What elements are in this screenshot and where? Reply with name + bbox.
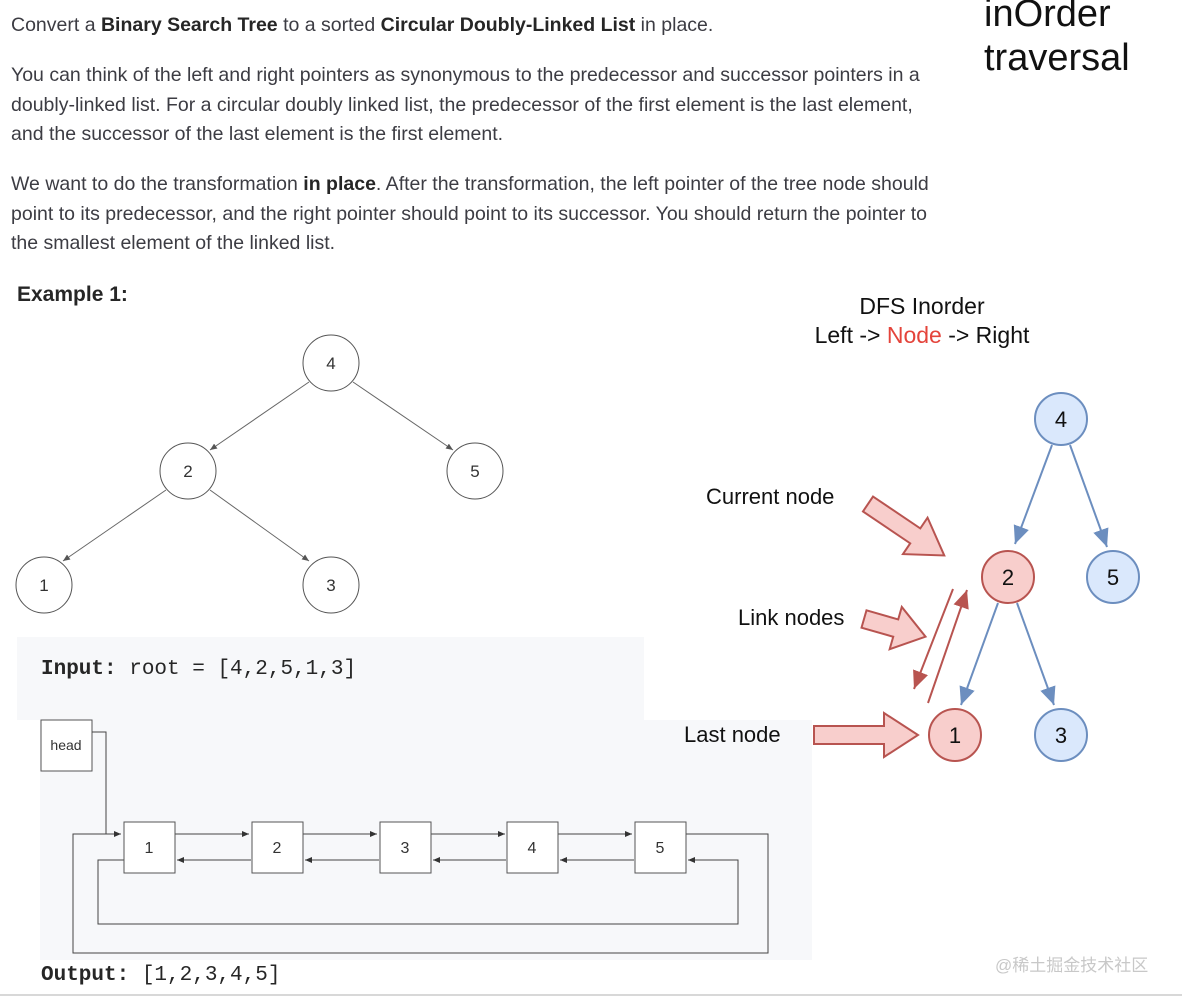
dfs-node-3 [1034,708,1088,762]
dfs-node-2 [981,550,1035,604]
input-line: Input: root = [4,2,5,1,3] [41,658,357,681]
dfs-edge-4-2 [1013,444,1053,545]
output-line: Output: [1,2,3,4,5] [41,964,281,987]
list-node-1-label: 1 [145,840,154,857]
corner-label-line1: inOrder [984,0,1111,35]
dfs-node-1 [928,708,982,762]
dfs-inorder-diagram: DFS Inorder Left -> Node -> Right 4 2 5 … [684,293,1140,762]
link-nodes-label: Link nodes [738,605,844,630]
dfs-node-1-label: 1 [949,723,961,748]
dfs-edge-4-5 [1069,444,1109,548]
head-pointer [92,731,121,837]
list-node-5 [634,821,687,874]
tree-node-4-label: 4 [326,354,335,373]
last-node-pointer-arrow [813,711,920,759]
dfs-edge-2-3 [1016,602,1056,706]
list-node-5-label: 5 [656,840,665,857]
dfs-node-3-label: 3 [1055,723,1067,748]
dfs-node-5-label: 5 [1107,565,1119,590]
dfs-order: Left -> Node -> Right [815,322,1030,348]
bottom-divider [0,994,1182,996]
tree-node-1-label: 1 [39,576,48,595]
list-node-2-label: 2 [273,840,282,857]
list-node-4 [506,821,559,874]
description-paragraph-2: You can think of the left and right poin… [11,64,920,145]
watermark: @稀土掘金技术社区 [995,956,1149,975]
dfs-node-4-label: 4 [1055,407,1067,432]
tree-node-5-label: 5 [470,462,479,481]
current-node-pointer-arrow [861,495,946,557]
tree-edge-2-3 [209,489,310,562]
description-paragraph-3: We want to do the transformation in plac… [11,173,929,254]
dfs-node-4 [1034,392,1088,446]
list-node-3-label: 3 [401,840,410,857]
input-block: Input: root = [4,2,5,1,3] [17,637,644,720]
tree-node-1 [15,556,73,614]
tree-node-3-label: 3 [326,576,335,595]
link-arrow-2-to-1 [913,588,954,690]
example-title: Example 1: [17,283,128,306]
dfs-node-5 [1086,550,1140,604]
cdll-term: Circular Doubly-Linked List [380,14,636,36]
list-node-1 [123,821,176,874]
head-box [40,719,93,772]
tree-node-4 [302,334,360,392]
list-node-4-label: 4 [528,840,537,857]
tree-node-3 [302,556,360,614]
wrap-next-5-to-1 [72,833,769,954]
current-node-label: Current node [706,484,834,509]
tree-edge-2-1 [62,489,167,562]
last-node-label: Last node [684,722,781,747]
tree-edge-4-5 [352,381,454,451]
dfs-edge-2-1 [959,602,999,706]
corner-label-line2: traversal [984,37,1130,79]
corner-label: inOrder traversal [984,0,1182,80]
tree-node-2-label: 2 [183,462,192,481]
tree-edge-4-2 [209,381,310,451]
link-arrow-1-to-2 [927,589,969,704]
wrap-prev-1-to-5 [97,857,739,925]
tree-node-2 [159,442,217,500]
dfs-node-2-label: 2 [1002,565,1014,590]
dfs-order-node-word: Node [887,322,942,348]
description-paragraph-1: Convert a Binary Search Tree to a sorted… [11,14,714,36]
list-node-3 [379,821,432,874]
dfs-title: DFS Inorder [859,293,985,319]
link-nodes-pointer-arrow [860,604,928,651]
head-label: head [50,737,81,753]
list-node-2 [251,821,304,874]
example-tree: 4 2 5 1 3 [15,334,504,614]
bst-term: Binary Search Tree [100,14,278,36]
circular-linked-list: head 1 2 3 4 5 [40,719,769,954]
tree-node-5 [446,442,504,500]
in-place-term: in place [303,173,376,195]
